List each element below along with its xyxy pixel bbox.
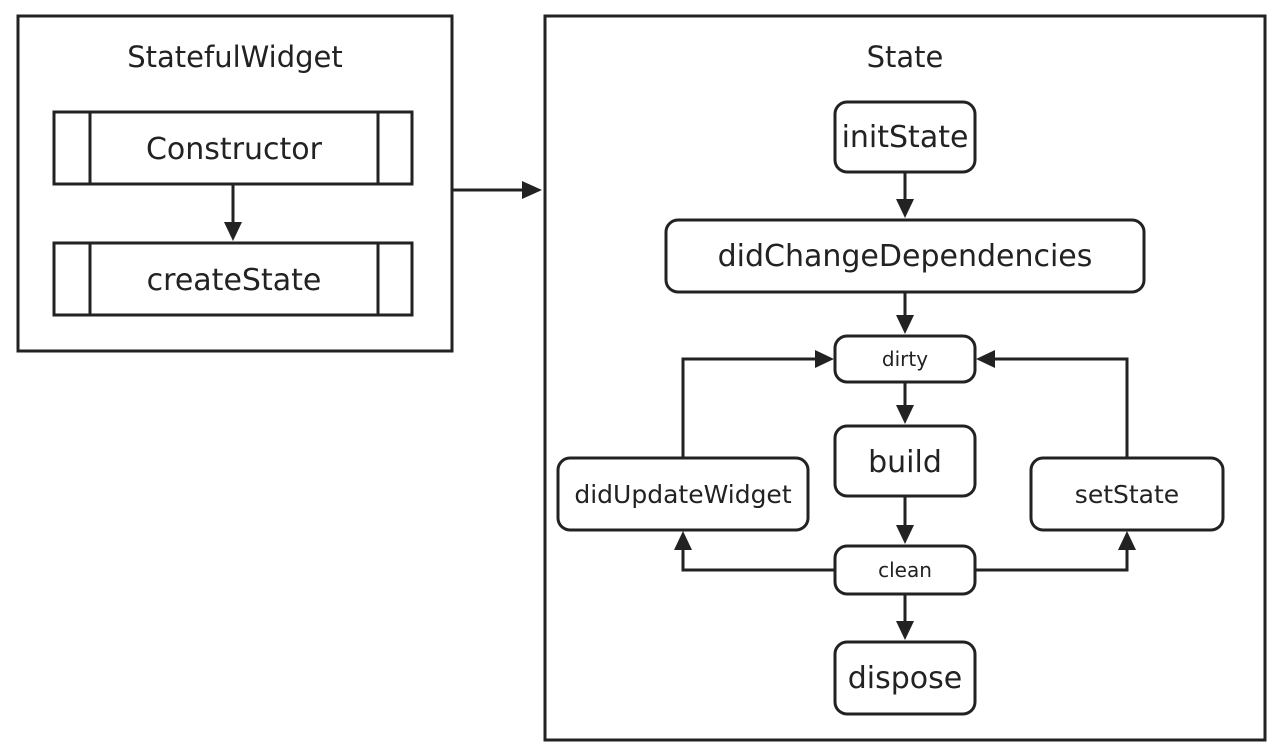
did-change-dependencies-node: didChangeDependencies <box>664 218 1146 294</box>
build-label: build <box>868 445 942 480</box>
arrow-dirty-to-build <box>896 382 914 424</box>
arrow-did-update-widget-to-dirty <box>681 350 834 458</box>
state-panel: State initState didChangeDependencies di… <box>543 14 1267 742</box>
arrow-did-change-dependencies-to-dirty <box>896 292 914 334</box>
arrow-widget-to-state <box>452 181 542 199</box>
stateful-widget-panel: StatefulWidget Constructor createState <box>16 14 454 353</box>
dispose-node: dispose <box>833 640 977 716</box>
arrow-init-state-to-did-change-dependencies <box>896 172 914 218</box>
arrow-set-state-to-dirty <box>976 350 1129 458</box>
set-state-label: setState <box>1075 480 1179 509</box>
constructor-label: Constructor <box>146 132 323 167</box>
clean-node: clean <box>833 544 977 596</box>
dirty-label: dirty <box>882 347 928 371</box>
arrow-clean-to-set-state <box>975 531 1136 572</box>
arrow-clean-to-did-update-widget <box>674 531 835 572</box>
did-update-widget-label: didUpdateWidget <box>574 480 791 509</box>
create-state-label: createState <box>147 263 322 298</box>
create-state-node: createState <box>52 241 414 317</box>
set-state-node: setState <box>1029 456 1225 532</box>
build-node: build <box>833 424 977 498</box>
dispose-label: dispose <box>848 661 963 696</box>
arrow-build-to-clean <box>896 496 914 544</box>
arrow-clean-to-dispose <box>896 594 914 640</box>
init-state-label: initState <box>842 120 969 155</box>
stateful-widget-title: StatefulWidget <box>127 40 343 74</box>
init-state-node: initState <box>833 100 977 174</box>
arrow-constructor-to-create-state <box>224 184 242 241</box>
dirty-node: dirty <box>833 334 977 384</box>
constructor-node: Constructor <box>52 110 414 186</box>
did-change-dependencies-label: didChangeDependencies <box>718 239 1093 274</box>
did-update-widget-node: didUpdateWidget <box>556 456 810 532</box>
state-title: State <box>867 40 944 74</box>
clean-label: clean <box>878 558 932 582</box>
